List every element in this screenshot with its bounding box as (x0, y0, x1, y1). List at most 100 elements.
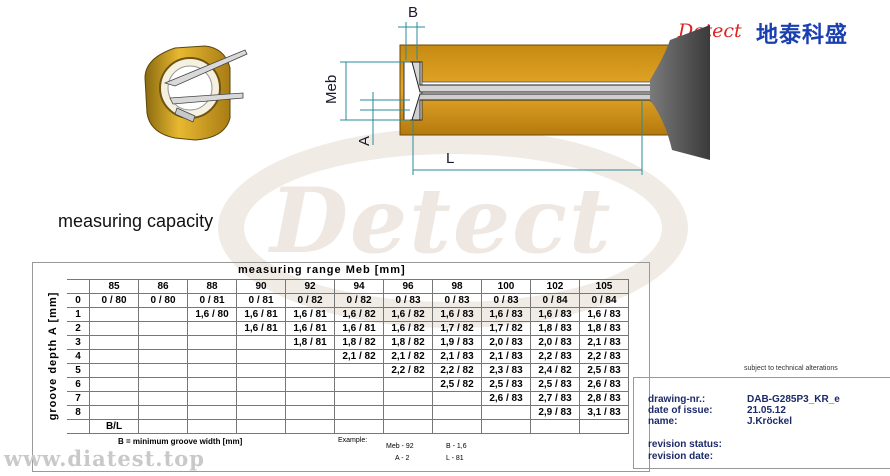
table-cell (334, 405, 384, 420)
table-cell: 1,8 / 83 (579, 321, 629, 336)
table-cell: 1,6 / 81 (285, 307, 335, 322)
table-cell: 0 / 80 (89, 293, 139, 308)
table-cell (285, 405, 335, 420)
table-cell (187, 419, 237, 434)
table-cell: 1,6 / 82 (334, 307, 384, 322)
table-cell: 1,6 / 83 (579, 307, 629, 322)
row-label: 8 (67, 405, 90, 420)
row-label: 4 (67, 349, 90, 364)
table-cell: 2,6 / 83 (481, 391, 531, 406)
table-cell: 0 / 82 (334, 293, 384, 308)
table-cell (285, 377, 335, 392)
table-cell (285, 391, 335, 406)
example-l: L - 81 (446, 455, 464, 462)
dim-label-b: B (408, 4, 419, 21)
table-cell (89, 335, 139, 350)
table-cell: 2,9 / 83 (530, 405, 580, 420)
column-header: 100 (481, 279, 531, 294)
table-cell: 2,5 / 83 (481, 377, 531, 392)
table-cell (236, 377, 286, 392)
table-cell: 1,8 / 81 (285, 335, 335, 350)
table-cell: 1,6 / 82 (383, 321, 433, 336)
table-cell: 2,1 / 83 (579, 335, 629, 350)
row-label: 6 (67, 377, 90, 392)
title-block (633, 377, 890, 469)
table-cell: 0 / 82 (285, 293, 335, 308)
table-cell: 0 / 84 (530, 293, 580, 308)
table-cell (285, 349, 335, 364)
table-cell (187, 377, 237, 392)
table-cell: 1,6 / 82 (383, 307, 433, 322)
dim-label-meb: Meb (323, 74, 340, 104)
example-a: A - 2 (395, 455, 410, 462)
section-caption: measuring capacity (58, 211, 214, 231)
revision-status-label: revision status: (648, 439, 722, 450)
table-cell (187, 405, 237, 420)
table-cell (236, 419, 286, 434)
table-cell: 2,5 / 83 (530, 377, 580, 392)
table-cell: 3,1 / 83 (579, 405, 629, 420)
table-cell (383, 405, 433, 420)
table-cell: 2,2 / 82 (383, 363, 433, 378)
table-cell: 1,8 / 83 (530, 321, 580, 336)
table-cell (89, 321, 139, 336)
table-cell: 2,1 / 83 (432, 349, 482, 364)
table-cell: 1,6 / 81 (334, 321, 384, 336)
table-cell: 1,6 / 83 (530, 307, 580, 322)
row-label: 1 (67, 307, 90, 322)
table-cell: 1,8 / 82 (334, 335, 384, 350)
table-cell: 1,6 / 83 (432, 307, 482, 322)
column-header: 86 (138, 279, 188, 294)
table-cell (236, 335, 286, 350)
table-cell: 1,6 / 80 (187, 307, 237, 322)
table-cell (236, 405, 286, 420)
name-value: J.Kröckel (747, 416, 793, 427)
table-cell (138, 321, 188, 336)
table-cell (334, 363, 384, 378)
table-cell: 1,7 / 82 (481, 321, 531, 336)
table-cell: 2,5 / 82 (432, 377, 482, 392)
table-cell (236, 391, 286, 406)
table-cell: 1,6 / 81 (285, 321, 335, 336)
table-cell: 1,8 / 82 (383, 335, 433, 350)
table-cell (383, 377, 433, 392)
table-cell (530, 419, 580, 434)
table-cell: 2,2 / 83 (579, 349, 629, 364)
table-cell: 2,6 / 83 (579, 377, 629, 392)
column-header: 94 (334, 279, 384, 294)
date-value: 21.05.12 (747, 405, 786, 416)
table-cell: 1,7 / 82 (432, 321, 482, 336)
table-cell (236, 363, 286, 378)
column-header: 105 (579, 279, 629, 294)
table-cell (334, 377, 384, 392)
table-cell (138, 335, 188, 350)
table-cell: 2,2 / 83 (530, 349, 580, 364)
revision-date-label: revision date: (648, 451, 714, 462)
table-cell: 2,2 / 82 (432, 363, 482, 378)
website-watermark: www.diatest.top (4, 446, 205, 471)
table-cell (89, 349, 139, 364)
table-cell (334, 391, 384, 406)
column-header: 85 (89, 279, 139, 294)
drawing-nr-label: drawing-nr.: (648, 394, 706, 405)
table-cell (285, 363, 335, 378)
dim-label-l: L (446, 150, 455, 167)
table-cell: 2,7 / 83 (530, 391, 580, 406)
table-cell (481, 419, 531, 434)
table-cell: 0 / 81 (187, 293, 237, 308)
row-label: 3 (67, 335, 90, 350)
table-cell (187, 321, 237, 336)
table-cell: 2,1 / 82 (334, 349, 384, 364)
table-row: B/L (67, 419, 629, 434)
table-cell (383, 391, 433, 406)
table-title: measuring range Meb [mm] (238, 264, 406, 276)
table-cell: B/L (89, 419, 139, 434)
table-cell (138, 349, 188, 364)
table-cell (285, 419, 335, 434)
